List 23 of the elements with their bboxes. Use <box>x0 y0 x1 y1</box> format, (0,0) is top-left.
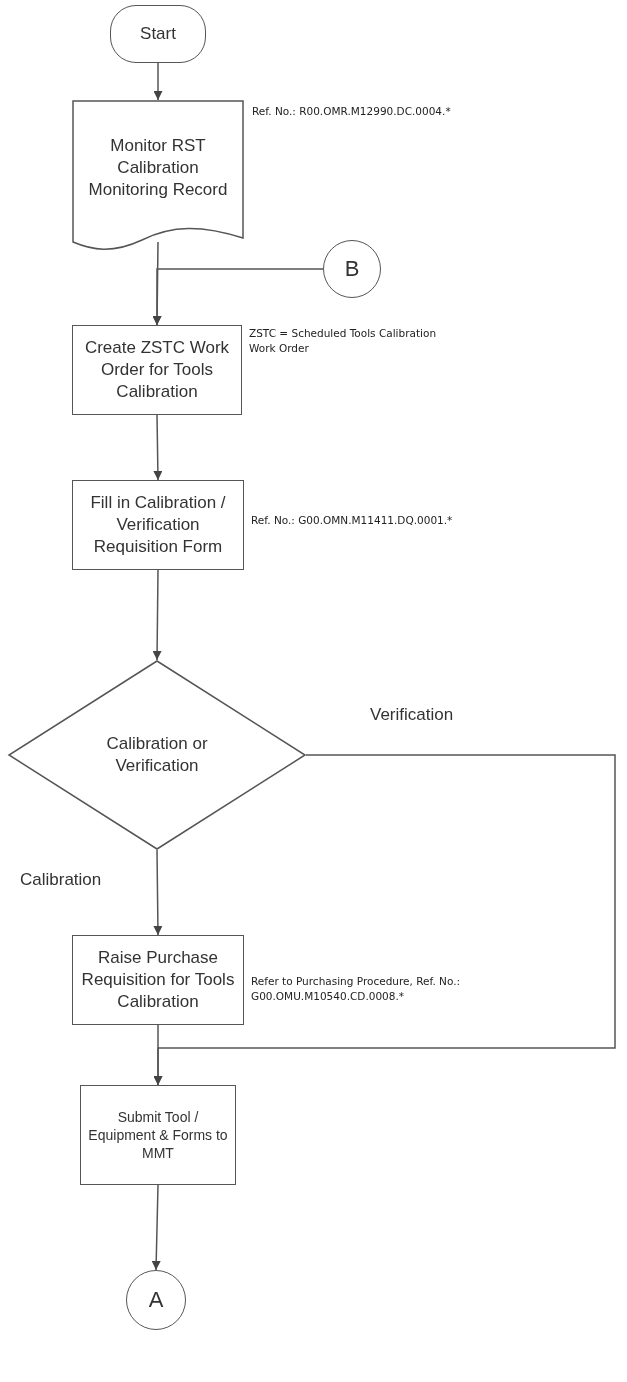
process-box <box>80 1085 236 1185</box>
node-text: Create ZSTC Work Order for Tools Calibration <box>83 336 231 404</box>
connector-circle <box>126 1270 186 1330</box>
reference-note: Refer to Purchasing Procedure, Ref. No.: G00.OMU.M10540.CD.0008.* <box>251 974 462 1005</box>
reference-note: Ref. No.: R00.OMR.M12990.DC.0004.* <box>252 104 452 119</box>
node-text: B <box>343 254 361 283</box>
node-text: Calibration or Verification <box>105 732 209 777</box>
node-text: Fill in Calibration / Verification Requisition Form <box>89 491 227 559</box>
node-text: Monitor RST Calibration Monitoring Record <box>87 134 229 202</box>
reference-note: ZSTC = Scheduled Tools Calibration Work Order <box>249 326 438 357</box>
node-text: A <box>147 1285 165 1314</box>
node-text: Submit Tool / Equipment & Forms to MMT <box>87 1107 229 1163</box>
arrow <box>153 849 163 936</box>
node-text: Raise Purchase Requisition for Tools Calibration <box>80 946 236 1014</box>
arrow <box>151 1184 161 1271</box>
arrow <box>153 1024 163 1086</box>
node-text: Start <box>139 22 177 45</box>
reference-note: Ref. No.: G00.OMN.M11411.DQ.0001.* <box>251 513 454 528</box>
arrow <box>152 268 324 326</box>
terminal-box <box>110 5 206 63</box>
arrow <box>153 414 163 481</box>
arrow <box>153 62 163 101</box>
arrow <box>152 569 162 661</box>
